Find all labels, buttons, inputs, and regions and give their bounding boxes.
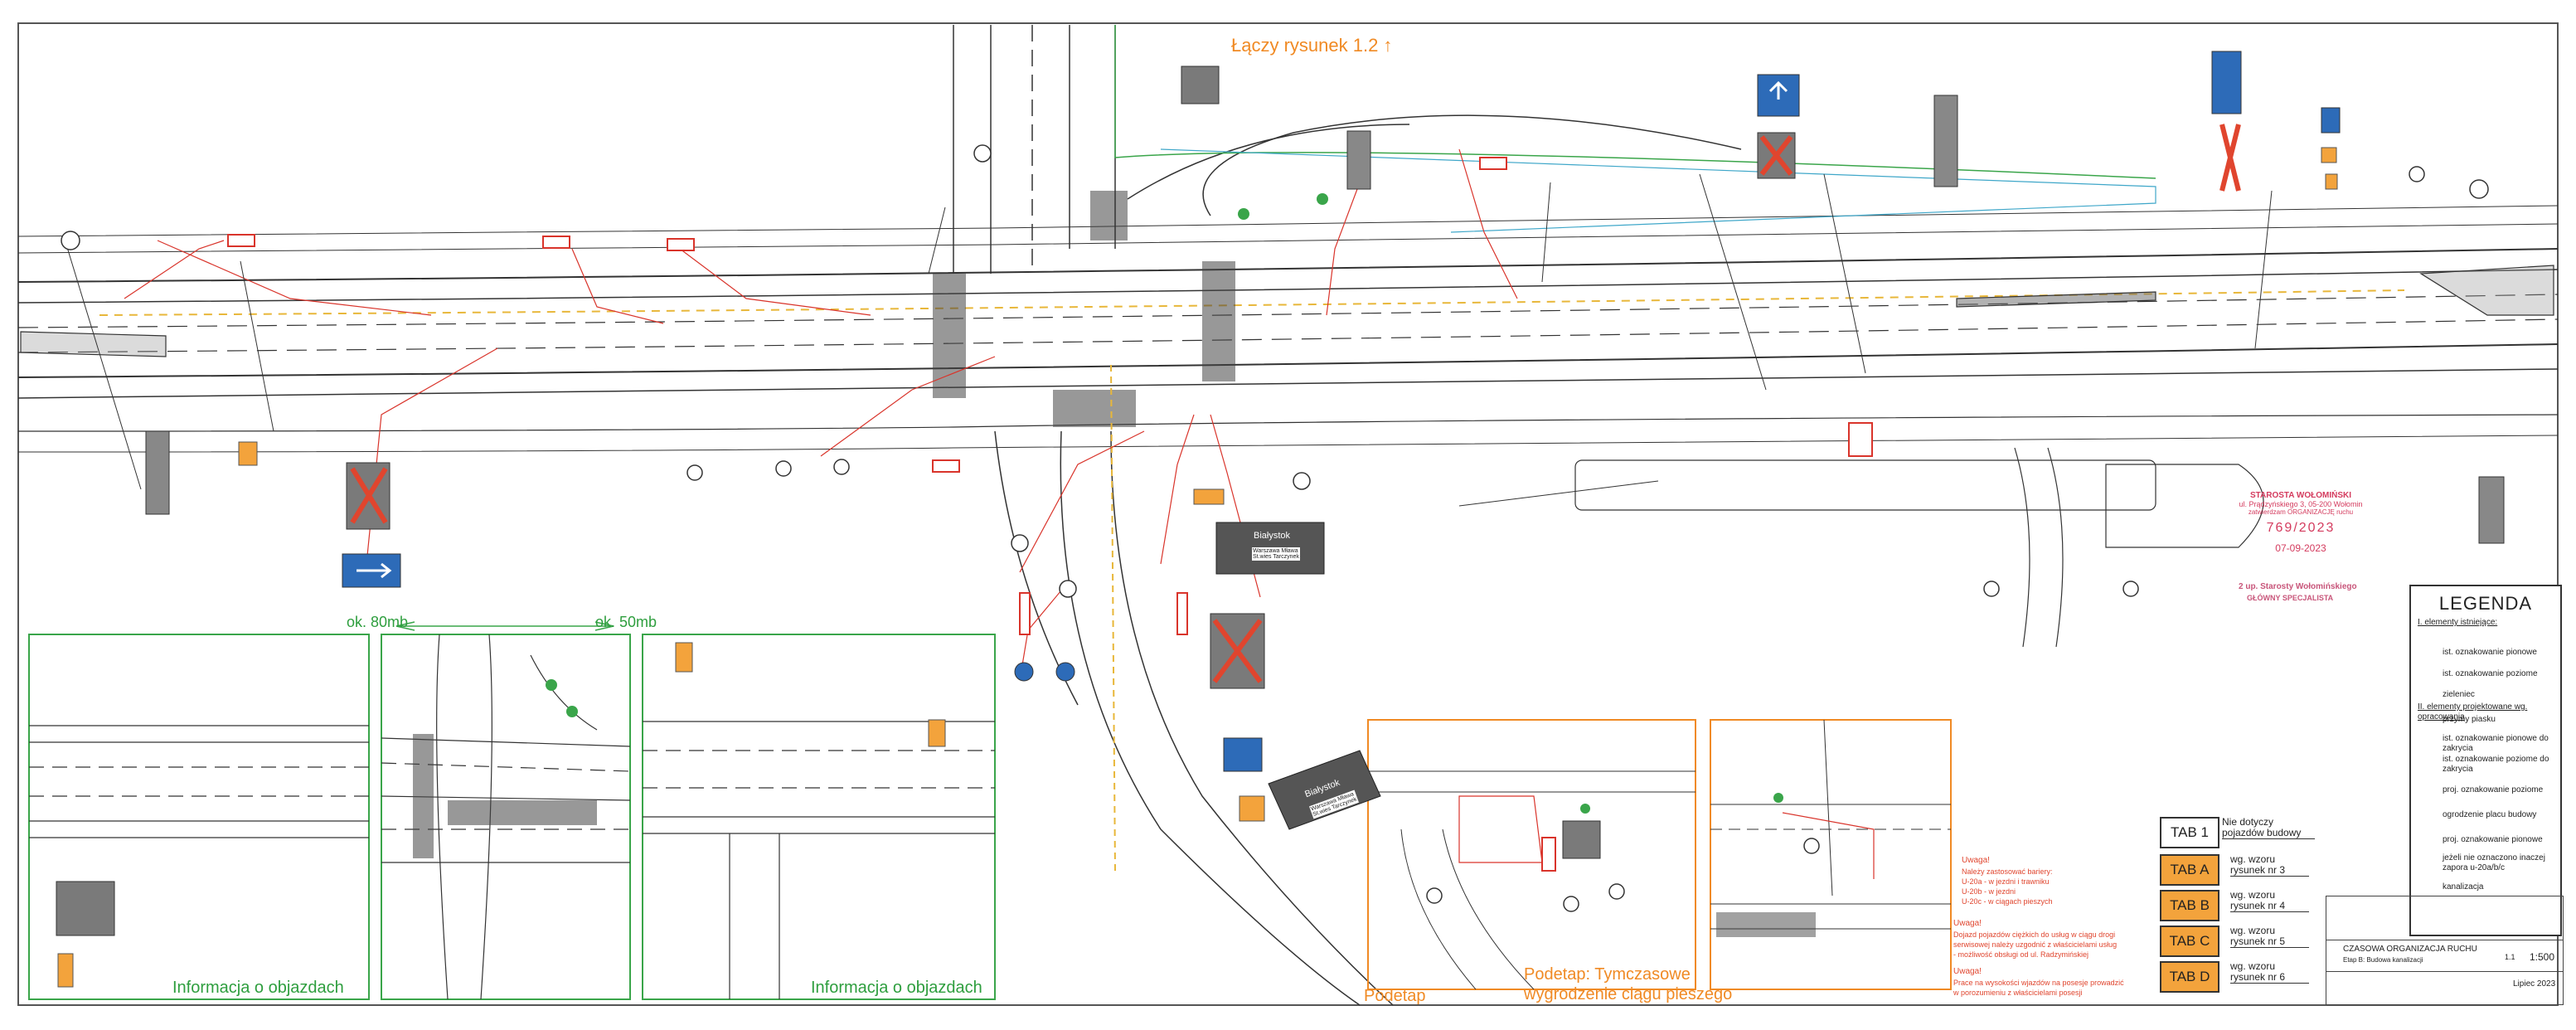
direction-sign-main-text: Białystok xyxy=(1254,531,1291,541)
tab-b: TAB B xyxy=(2160,890,2219,921)
mandatory-round-signs xyxy=(1014,662,1075,682)
legend-item-6: ist. oznakowanie poziome do zakrycia xyxy=(2443,755,2549,774)
stamp-authority-3: zatwierdzam ORGANIZACJĘ ruchu xyxy=(2248,508,2354,516)
detour-info-right: Informacja o objazdach xyxy=(811,979,982,997)
tree-symbols xyxy=(546,193,1783,814)
legend-group-existing: I. elementy istniejące: xyxy=(2418,618,2498,627)
legend-item-7: proj. oznakowanie poziome xyxy=(2443,785,2544,794)
detour-info-left: Informacja o objazdach xyxy=(172,979,344,997)
blue-sign-arrows xyxy=(357,80,1788,579)
signature-line-1: 2 up. Starosty Wołomińskiego xyxy=(2239,582,2357,591)
podetap-insets xyxy=(1367,719,1952,990)
tab-1-desc: Nie dotyczy pojazdów budowy xyxy=(2222,817,2315,839)
podetap-temp-label-2: wygrodzenie ciągu pieszego xyxy=(1524,985,1733,1003)
title-block-sheet: 1.1 xyxy=(2505,953,2515,961)
title-block-project: CZASOWA ORGANIZACJA RUCHU xyxy=(2343,945,2477,954)
cyan-utility-line xyxy=(1160,148,2156,233)
legend-group-projected: II. elementy projektowane wg. opracowani… xyxy=(2418,702,2528,721)
distance-label-right: ok. 50mb xyxy=(595,614,657,630)
crosswalks xyxy=(933,191,1235,427)
main-road xyxy=(17,205,2559,453)
barrier-signs xyxy=(227,157,1873,872)
direction-sign-main-sub: Warszawa Mława St.wies Tarczynek xyxy=(1252,547,1300,561)
small-circle-signs xyxy=(61,144,2489,912)
tab-d: TAB D xyxy=(2160,961,2219,993)
stamp-authority-2: ul. Prądzyńskiego 3, 05-200 Wołomin xyxy=(2239,500,2363,508)
parking-bays xyxy=(1574,447,2264,648)
legend-item-1: ist. oznakowanie pionowe xyxy=(2443,648,2537,657)
construction-leader-lines xyxy=(124,148,1518,681)
blue-info-signs xyxy=(342,51,2341,772)
stamp-date: 07-09-2023 xyxy=(2275,542,2326,554)
stamp-number: 769/2023 xyxy=(2266,521,2336,535)
legend-item-5: ist. oznakowanie pionowe do zakrycia xyxy=(2443,734,2549,753)
tab-b-desc: wg. wzoru rysunek nr 4 xyxy=(2230,890,2309,912)
title-block-date: Lipiec 2023 xyxy=(2513,979,2556,989)
tab-1: TAB 1 xyxy=(2160,817,2219,848)
sheet-frame xyxy=(17,22,2559,1006)
podetap-crosswalk xyxy=(1716,912,1816,937)
tab-a: TAB A xyxy=(2160,854,2219,886)
tab-a-desc: wg. wzoru rysunek nr 3 xyxy=(2230,854,2309,877)
green-utility-line xyxy=(1114,25,2156,179)
signature-line-2: GŁÓWNY SPECJALISTA xyxy=(2247,594,2334,602)
inset-roads xyxy=(29,634,995,1000)
sign-leader-lines xyxy=(65,173,2273,507)
note-1-body: Należy zastosować bariery: U-20a - w jez… xyxy=(1962,867,2053,906)
note-2-title: Uwaga! xyxy=(1953,919,1982,928)
legend-item-8: ogrodzenie placu budowy xyxy=(2443,810,2537,819)
tab-c: TAB C xyxy=(2160,926,2219,957)
legend-item-11: kanalizacja xyxy=(2443,882,2484,892)
distance-label-left: ok. 80mb xyxy=(347,614,409,630)
stamp-authority-1: STAROSTA WOŁOMIŃSKI xyxy=(2249,491,2352,500)
legend-item-3: zieleniec xyxy=(2443,690,2475,699)
podetap-roads xyxy=(1368,719,1951,990)
red-cross-marks xyxy=(350,124,2241,683)
legend-panel: LEGENDA I. elementy istniejące: ist. ozn… xyxy=(2409,585,2562,936)
vertical-plate-signs xyxy=(145,95,2505,544)
yellow-cross-marking xyxy=(1110,364,1116,872)
title-block-scale: 1:500 xyxy=(2530,951,2555,963)
approval-stamp: STAROSTA WOŁOMIŃSKI ul. Prądzyńskiego 3,… xyxy=(2222,489,2380,572)
inset-crosswalks xyxy=(413,734,597,858)
legend-title: LEGENDA xyxy=(2438,593,2533,614)
tab-c-desc: wg. wzoru rysunek nr 5 xyxy=(2230,926,2309,948)
grey-sign-boards xyxy=(56,66,1796,936)
warning-signs xyxy=(57,147,2338,988)
cross-street xyxy=(953,25,1742,1006)
podetap-red-lines xyxy=(1458,795,1875,879)
title-block: CZASOWA ORGANIZACJA RUCHU Etap B: Budowa… xyxy=(2326,896,2564,1005)
continuation-label: Łączy rysunek 1.2 ↑ xyxy=(1231,35,1393,56)
note-3-body: Prace na wysokości wjazdów na posesje pr… xyxy=(1953,979,2124,997)
note-3-title: Uwaga! xyxy=(1953,967,1982,976)
legend-item-10: jeżeli nie oznaczono inaczej zapora u-20… xyxy=(2443,853,2545,872)
legend-item-9: proj. oznakowanie pionowe xyxy=(2443,835,2543,844)
tab-d-desc: wg. wzoru rysunek nr 6 xyxy=(2230,961,2309,984)
hatched-islands xyxy=(20,265,2554,357)
note-1-title: Uwaga! xyxy=(1962,856,1990,865)
podetap-label: Podetap xyxy=(1364,987,1426,1005)
legend-item-2: ist. oznakowanie poziome xyxy=(2443,669,2538,678)
note-2-body: Dojazd pojazdów ciężkich do usług w ciąg… xyxy=(1953,930,2118,959)
podetap-temp-label-1: Podetap: Tymczasowe xyxy=(1524,965,1691,984)
legend-item-4: przymy piasku xyxy=(2443,715,2496,724)
title-block-stage: Etap B: Budowa kanalizacji xyxy=(2343,956,2423,964)
